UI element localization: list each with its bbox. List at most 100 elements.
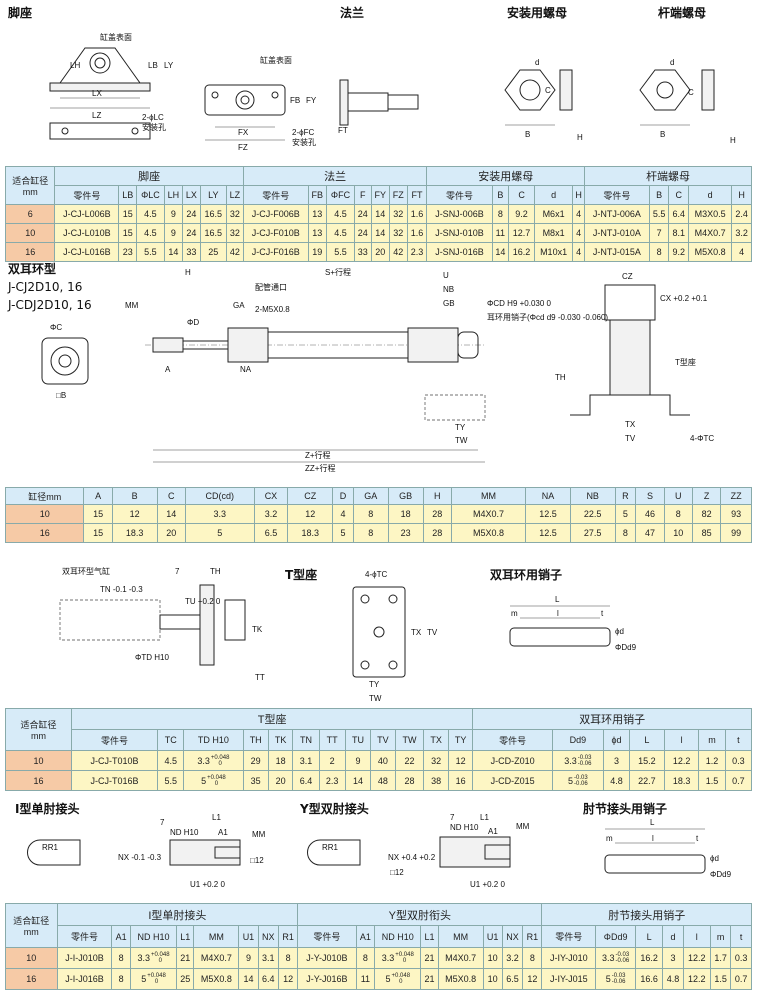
table-cell: 24 bbox=[354, 204, 372, 224]
group-header: T型座 bbox=[70, 708, 474, 730]
table-cell: 6.4 bbox=[257, 968, 280, 990]
label-12: □12 bbox=[250, 856, 264, 865]
table-cell: 16.6 bbox=[635, 968, 664, 990]
label-gb: GB bbox=[443, 299, 455, 308]
table-cell: M4X0.7 bbox=[193, 947, 240, 969]
table-cell: 3.3-0.03-0.06 bbox=[551, 750, 604, 771]
table-cell: 4 bbox=[332, 504, 354, 524]
table-cell: 8 bbox=[278, 947, 299, 969]
lower-limit: 0 bbox=[214, 780, 219, 787]
label-cover-surface: 缸盖表面 bbox=[260, 55, 292, 65]
table-cell: M5X0.8 bbox=[688, 242, 733, 262]
label-d: d bbox=[670, 58, 674, 67]
bore-header-line: mm bbox=[22, 187, 38, 197]
cylinder-end-view-drawing: ΦC □B bbox=[41, 323, 89, 400]
knuckle-pin-drawing: L m l t ϕd ΦDd9 bbox=[604, 818, 732, 879]
i-type-knuckle-drawing: RR1 7 ND H10 L1 A1 MM NX -0.1 -0.3 □12 U… bbox=[27, 813, 266, 889]
column-header: ΦLC bbox=[136, 185, 165, 205]
label-na: NA bbox=[240, 365, 252, 374]
column-header: FB bbox=[307, 185, 327, 205]
table-cell: 3.3 bbox=[184, 504, 255, 524]
lower-limit: -0.06 bbox=[577, 760, 592, 767]
column-header: R1 bbox=[522, 925, 543, 948]
column-header: 缸径mm bbox=[4, 487, 85, 505]
table-cell: 5-0.03-0.06 bbox=[595, 968, 637, 990]
column-header: U1 bbox=[238, 925, 259, 948]
table-cell: 3.2 bbox=[731, 223, 752, 243]
column-header: FT bbox=[406, 185, 428, 205]
table-cell: 1.5 bbox=[709, 968, 732, 990]
table-cell: M5X0.8 bbox=[450, 523, 527, 543]
upper-limit: +0.048 bbox=[395, 952, 414, 958]
column-header: C bbox=[156, 487, 186, 505]
table-cell: 12.2 bbox=[663, 750, 700, 771]
table-cell: J-I-J016B bbox=[56, 968, 113, 990]
table-cell: 14 bbox=[344, 770, 372, 791]
upper-limit: +0.048 bbox=[391, 973, 411, 979]
table-cell: 11 bbox=[491, 223, 510, 243]
table-cell: M6x1 bbox=[534, 204, 574, 224]
table-cell: 16 bbox=[447, 770, 474, 791]
table-cell: 14 bbox=[163, 242, 184, 262]
label-a1: A1 bbox=[488, 827, 498, 836]
table-cell: 4 bbox=[731, 242, 752, 262]
table-cell: 5 bbox=[184, 523, 255, 543]
column-header: d bbox=[688, 185, 733, 205]
table-cell: 20 bbox=[156, 523, 186, 543]
t-base-side-view-drawing: CZ CX +0.2 +0.1 T型座 TH TX TV 4-ΦTC bbox=[555, 272, 714, 443]
table-cell: J-SNJ-010B bbox=[426, 223, 493, 243]
table-cell: 16.5 bbox=[199, 223, 227, 243]
table-cell: J-I-J010B bbox=[56, 947, 113, 969]
table-cell: 5.5 bbox=[648, 204, 670, 224]
table-cell: 6.4 bbox=[668, 204, 690, 224]
table-cell: 9.2 bbox=[668, 242, 690, 262]
table-cell: 12.2 bbox=[682, 947, 711, 969]
table-cell: 10 bbox=[663, 523, 693, 543]
bore-size-cell: 16 bbox=[4, 242, 56, 262]
table-cell: 21 bbox=[176, 947, 195, 969]
tolerance-base: 3.3 bbox=[381, 953, 395, 963]
table-cell: J-CJ-L006B bbox=[54, 204, 120, 224]
table-cell: J-CJ-F016B bbox=[242, 242, 309, 262]
table-cell: 48 bbox=[370, 770, 396, 791]
column-header: m bbox=[709, 925, 732, 948]
table-cell: 0.3 bbox=[724, 750, 753, 771]
table-cell: 12 bbox=[447, 750, 474, 771]
table-cell: 7 bbox=[648, 223, 670, 243]
table-cell: 9.2 bbox=[508, 204, 536, 224]
label-rr1: RR1 bbox=[322, 843, 339, 852]
lower-limit: -0.06 bbox=[615, 958, 630, 964]
table-cell: 8 bbox=[491, 204, 510, 224]
table-cell: J-NTJ-010A bbox=[584, 223, 650, 243]
label-port: 配管通口 bbox=[255, 282, 287, 292]
label-zz-stroke: ZZ+行程 bbox=[305, 463, 335, 473]
upper-limit: +0.048 bbox=[207, 774, 226, 781]
label-l: L bbox=[650, 818, 655, 827]
table-cell: 15 bbox=[118, 204, 138, 224]
table-cell: 4.8 bbox=[662, 968, 684, 990]
label-s-stroke: S+行程 bbox=[325, 267, 351, 277]
table-cell: J-Y-J010B bbox=[297, 947, 357, 969]
column-header: B bbox=[491, 185, 510, 205]
column-header: 零件号 bbox=[242, 185, 309, 205]
label-dd9: ΦDd9 bbox=[615, 643, 637, 652]
bore-size-cell: 10 bbox=[4, 504, 85, 524]
table-cell: M5X0.8 bbox=[193, 968, 240, 990]
table-cell: 5 bbox=[332, 523, 354, 543]
table-cell: 6.4 bbox=[292, 770, 320, 791]
table-cell: J-SNJ-006B bbox=[426, 204, 493, 224]
label-tt: TT bbox=[255, 673, 265, 682]
table-cell: 8 bbox=[614, 523, 637, 543]
table-cell: 28 bbox=[394, 770, 425, 791]
heading-knuckle-pin: 肘节接头用销子 bbox=[583, 802, 668, 816]
table-cell: M4X0.7 bbox=[437, 947, 484, 969]
label-c: C bbox=[545, 86, 551, 95]
